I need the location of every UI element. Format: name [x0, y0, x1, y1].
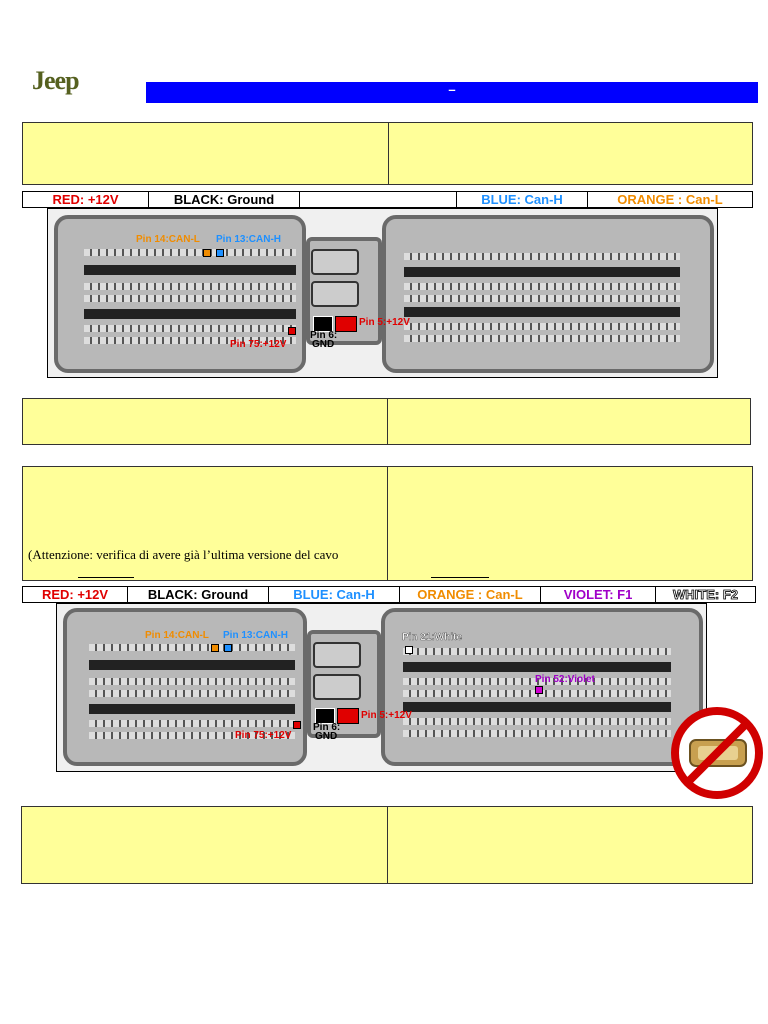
legend-orange: ORANGE : Can-L: [617, 192, 723, 207]
no-adapter-icon: [668, 704, 766, 802]
header-bar: –: [146, 82, 758, 103]
power-terminal-top: [311, 249, 359, 275]
connector-right-block: [382, 215, 714, 373]
legend-red: RED: +12V: [23, 192, 149, 207]
pin75-label-2: Pin 75:+12V: [235, 730, 292, 741]
attention-note: (Attenzione: verifica di avere già l’ult…: [28, 547, 339, 562]
legend2-red: RED: +12V: [23, 587, 128, 602]
gnd-terminal: [313, 316, 333, 332]
gnd-label: GND: [312, 339, 335, 350]
pin5-label: Pin 5:+12V: [359, 317, 410, 328]
color-legend-2: RED: +12V BLACK: Ground BLUE: Can-H ORAN…: [22, 586, 756, 603]
pin14-label-2: Pin 14:CAN-L: [145, 630, 209, 641]
pin21-marker: [405, 646, 413, 654]
pin13-label: Pin 13:CAN-H: [216, 234, 282, 245]
legend2-violet: VIOLET: F1: [541, 587, 656, 602]
ecu-connector-diagram-1: Pin 14:CAN-L Pin 13:CAN-H Pin 5:+12V Pin…: [47, 208, 718, 378]
legend2-blue: BLUE: Can-H: [269, 587, 400, 602]
legend-black: BLACK: Ground: [149, 192, 300, 207]
ecu-connector-diagram-2: Pin 14:CAN-L Pin 13:CAN-H Pin 21:White P…: [56, 603, 707, 772]
pin52-marker: [535, 686, 543, 694]
color-legend-1: RED: +12V BLACK: Ground BLUE: Can-H ORAN…: [22, 191, 753, 208]
legend2-orange: ORANGE : Can-L: [400, 587, 541, 602]
pin5-label-2: Pin 5:+12V: [361, 710, 412, 721]
pwr-terminal: [335, 316, 357, 332]
info-box-4: [21, 806, 753, 884]
pin13-marker: [216, 249, 224, 257]
power-terminal-bottom: [311, 281, 359, 307]
legend2-black: BLACK: Ground: [128, 587, 269, 602]
pin75-label: Pin 75:+12V: [230, 339, 287, 350]
jeep-logo: Jeep: [32, 66, 80, 95]
pin52-label: Pin 52:Violet: [535, 674, 595, 685]
legend2-white: WHITE: F2: [673, 587, 739, 602]
legend-empty: [300, 192, 457, 207]
pin21-label: Pin 21:White: [402, 632, 463, 643]
legend-blue: BLUE: Can-H: [457, 192, 588, 207]
pin13-label-2: Pin 13:CAN-H: [223, 630, 289, 641]
pin6-label: Pin 6:: [310, 330, 338, 341]
info-box-1: [22, 122, 753, 185]
pin14-marker: [203, 249, 211, 257]
info-box-2: [22, 398, 751, 445]
pin75-marker: [288, 327, 296, 335]
info-box-3: (Attenzione: verifica di avere già l’ult…: [22, 466, 753, 581]
pin14-label: Pin 14:CAN-L: [136, 234, 200, 245]
pin6-label-2: Pin 6:: [313, 722, 341, 733]
gnd-label-2: GND: [315, 731, 338, 742]
connector-left-block: [54, 215, 306, 373]
